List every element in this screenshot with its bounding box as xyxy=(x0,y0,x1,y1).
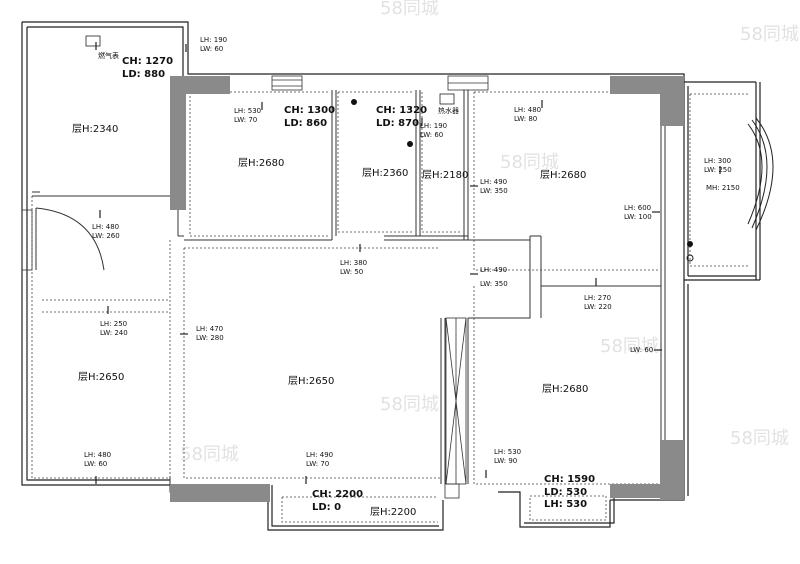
room-height-label: 层H:2200 xyxy=(370,506,416,518)
interior-walls xyxy=(32,90,666,493)
dimension-tag: LH: 300 xyxy=(704,157,731,165)
dimension-tag: LH: 600 xyxy=(624,204,651,212)
dimension-tag: LW: 350 xyxy=(480,187,508,195)
watermark: 58同城 xyxy=(500,152,559,173)
dimension-tag: LW: 260 xyxy=(92,232,120,240)
watermark: 58同城 xyxy=(380,0,439,19)
structural-columns xyxy=(170,76,684,502)
dimension-tag: LH: 190 xyxy=(420,122,447,130)
room-height-label: 层H:2180 xyxy=(422,169,468,181)
dimension-tag: LH: 480 xyxy=(84,451,111,459)
ceiling-label: CH: 1590 xyxy=(544,474,595,485)
watermark: 58同城 xyxy=(740,24,799,45)
dimension-tag: LH: 490 xyxy=(480,266,507,274)
outlet-dot xyxy=(687,241,693,247)
dimension-tag: LH: 480 xyxy=(92,223,119,231)
ceiling-label: CH: 1300 xyxy=(284,105,335,116)
dimension-tag: LH: 270 xyxy=(584,294,611,302)
ceiling-label: LD: 870 xyxy=(376,118,419,129)
dimension-tag: LW: 90 xyxy=(494,457,517,465)
room-outlines xyxy=(31,91,748,523)
room-height-label: 层H:2340 xyxy=(72,123,118,135)
door-swing xyxy=(35,207,105,271)
fixture-markers xyxy=(351,99,693,247)
drain-circle xyxy=(686,254,694,262)
dimension-tag: LW: 70 xyxy=(234,116,257,124)
ceiling-label: CH: 1270 xyxy=(122,56,173,67)
dimension-tag: LW: 350 xyxy=(480,280,508,288)
outlet-dot xyxy=(407,141,413,147)
room-height-label: 层H:2680 xyxy=(540,169,586,181)
dimension-tag: LH: 530 xyxy=(494,448,521,456)
gas-meter-label: 燃气表 xyxy=(98,51,119,60)
ceiling-label: LH: 530 xyxy=(544,499,587,510)
room-height-label: 层H:2650 xyxy=(78,371,124,383)
dimension-tag: LW: 60 xyxy=(84,460,107,468)
dimension-tag: LW: 100 xyxy=(624,213,652,221)
dimension-tag: LW: 60 xyxy=(630,346,653,354)
dimension-tag: MH: 2150 xyxy=(706,184,740,192)
dimension-tag: LW: 60 xyxy=(420,131,443,139)
sliding-door xyxy=(444,317,467,499)
room-height-label: 层H:2680 xyxy=(542,383,588,395)
windows xyxy=(21,75,489,271)
dimension-ticks xyxy=(95,42,721,484)
ceiling-label: CH: 1320 xyxy=(376,105,427,116)
watermark: 58同城 xyxy=(730,428,789,449)
dimension-tag: LH: 380 xyxy=(340,259,367,267)
outlet-dot xyxy=(351,99,357,105)
ceiling-label: LD: 860 xyxy=(284,118,327,129)
watermark: 58同城 xyxy=(180,444,239,465)
watermark: 58同城 xyxy=(380,394,439,415)
ceiling-label: LD: 0 xyxy=(312,502,341,513)
dimension-tag: LW: 80 xyxy=(514,115,537,123)
ceiling-label: CH: 2200 xyxy=(312,489,363,500)
room-height-label: 层H:2360 xyxy=(362,167,408,179)
dimension-tag: LW: 240 xyxy=(100,329,128,337)
dimension-tag: LH: 250 xyxy=(100,320,127,328)
water-heater-label: 热水器 xyxy=(438,106,459,115)
dimension-tag: LW: 70 xyxy=(306,460,329,468)
dimension-tag: LH: 480 xyxy=(514,106,541,114)
dimension-tag: LH: 190 xyxy=(200,36,227,44)
gas-meter-box xyxy=(85,35,101,47)
dimension-tag: LH: 470 xyxy=(196,325,223,333)
bay-window xyxy=(747,117,774,231)
dimension-tag: LW: 50 xyxy=(340,268,363,276)
water-heater-box xyxy=(439,93,455,105)
dimension-tag: LH: 490 xyxy=(306,451,333,459)
watermark: 58同城 xyxy=(600,336,659,357)
dimension-tag: LW: 280 xyxy=(196,334,224,342)
dimension-tag: LW: 60 xyxy=(200,45,223,53)
exterior-walls xyxy=(21,21,761,531)
dimension-tag: LW: 220 xyxy=(584,303,612,311)
dimension-tag: LH: 530 xyxy=(234,107,261,115)
room-height-label: 层H:2650 xyxy=(288,375,334,387)
ceiling-label: LD: 880 xyxy=(122,69,165,80)
dimension-tag: LH: 490 xyxy=(480,178,507,186)
dimension-tag: LW: 250 xyxy=(704,166,732,174)
room-height-label: 层H:2680 xyxy=(238,157,284,169)
ceiling-label: LD: 530 xyxy=(544,487,587,498)
